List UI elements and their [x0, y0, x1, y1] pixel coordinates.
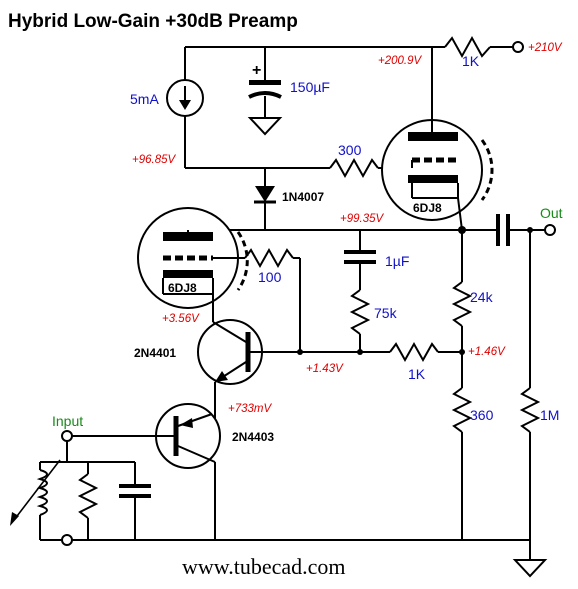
r-output-label: 1M	[540, 407, 559, 423]
output-label: Out	[540, 205, 563, 221]
tube-bottom	[137, 207, 249, 318]
input-label: Input	[52, 413, 83, 429]
resistor-grid-top	[329, 157, 379, 179]
resistor-output	[519, 387, 541, 433]
svg-text:+: +	[252, 62, 261, 79]
r-grid-bottom-label: 100	[258, 269, 282, 285]
r-feedback-label: 1K	[408, 366, 426, 382]
cap-supply-label: 150µF	[290, 79, 330, 95]
tube-top	[381, 47, 494, 231]
cap-feedback	[344, 230, 376, 290]
resistor-input	[77, 473, 99, 519]
r-fb-label: 75k	[374, 305, 398, 321]
current-source	[166, 47, 204, 168]
diode-label: 1N4007	[282, 190, 324, 204]
output-terminal[interactable]	[544, 224, 556, 236]
website-text: www.tubecad.com	[182, 554, 346, 579]
supply-rail	[185, 35, 524, 59]
cap-fb-label: 1µF	[385, 253, 409, 269]
arrow-pnp-emitter-icon	[180, 418, 193, 428]
cap-supply: +	[247, 47, 283, 136]
r-grid-top-label: 300	[338, 142, 362, 158]
r-divider-bottom-label: 360	[470, 407, 494, 423]
top-plate-voltage: +200.9V	[378, 55, 422, 67]
resistor-grid-bottom	[244, 247, 294, 269]
resistor-divider-bottom	[451, 387, 473, 433]
arrow-emitter-icon	[215, 371, 228, 382]
input-ground-terminal[interactable]	[61, 534, 73, 546]
input-terminal[interactable]	[61, 430, 73, 442]
tube-top-label: 6DJ8	[413, 201, 442, 215]
divider-node-voltage: +1.46V	[468, 346, 506, 358]
arrow-down-icon	[179, 100, 191, 110]
npn-base-voltage: +1.43V	[306, 363, 344, 375]
resistor-fb	[349, 289, 371, 335]
cs-node-voltage: +96.85V	[132, 154, 176, 166]
current-source-label: 5mA	[130, 91, 159, 107]
transistor-pnp	[155, 403, 221, 540]
top-cathode-voltage: +99.35V	[340, 213, 384, 225]
r-supply-label: 1K	[462, 53, 480, 69]
transistor-npn	[197, 318, 263, 420]
emitter-voltage: +733mV	[228, 403, 272, 415]
ground-icon	[247, 117, 283, 136]
supply-terminal[interactable]	[512, 41, 524, 53]
tube-bottom-label: 6DJ8	[168, 281, 197, 295]
npn-label: 2N4401	[134, 346, 176, 360]
supply-voltage: +210V	[528, 42, 563, 54]
diode	[254, 168, 276, 230]
input-network	[10, 430, 530, 546]
schematic-title: Hybrid Low-Gain +30dB Preamp	[8, 11, 298, 32]
resistor-divider-top	[451, 281, 473, 327]
bottom-cathode-voltage: +3.56V	[162, 313, 200, 325]
inductor-coil	[36, 469, 48, 516]
ground-icon	[512, 559, 548, 578]
resistor-feedback	[389, 341, 439, 363]
arrow-variable-icon	[10, 512, 19, 526]
pnp-label: 2N4403	[232, 430, 274, 444]
resistor-supply	[444, 35, 491, 59]
r-divider-top-label: 24k	[470, 289, 494, 305]
